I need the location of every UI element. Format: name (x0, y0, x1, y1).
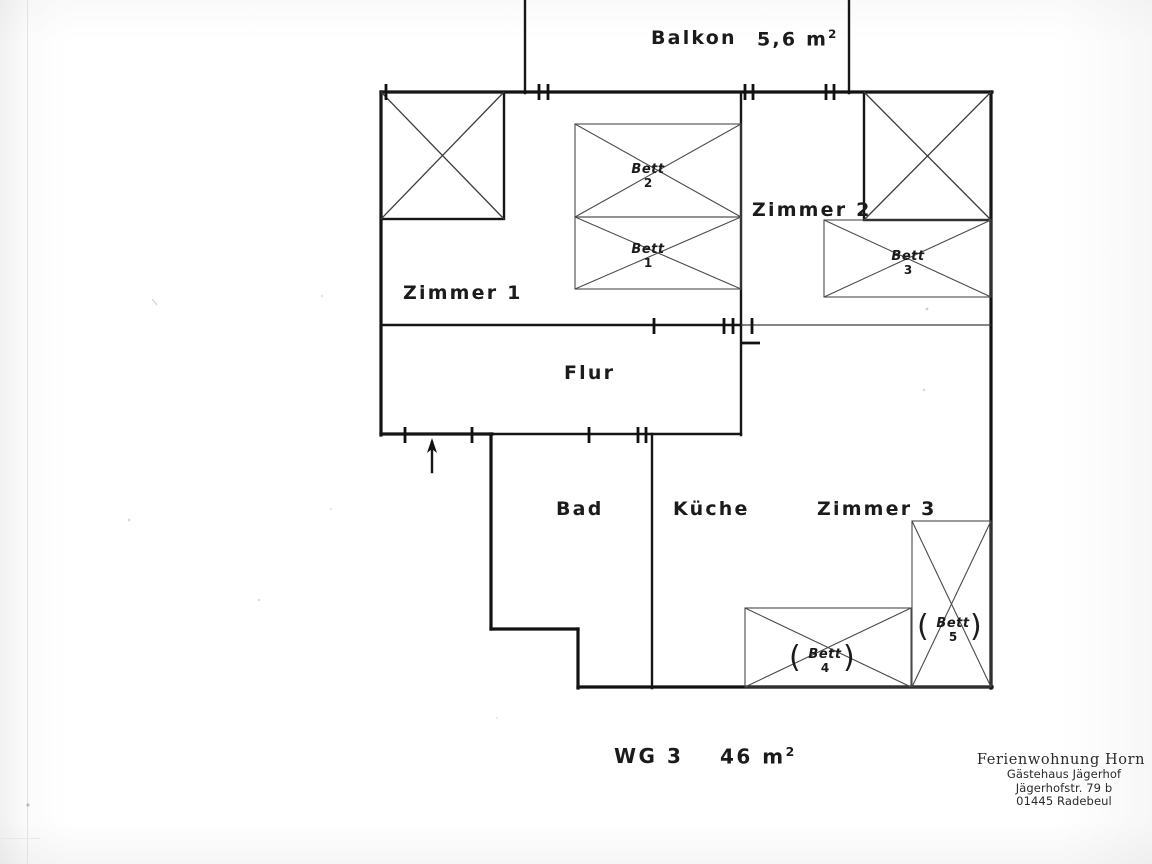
stamp-street: Jägerhofstr. 79 b (1015, 780, 1113, 795)
bed-4-optional-paren-open: ( (789, 640, 803, 675)
balcony-area-value: 5,6 m (757, 28, 829, 51)
room-label-flur: Flur (564, 362, 616, 384)
bed-label-bett-1-text: Bett (631, 242, 665, 257)
bed-label-bett-3-text: Bett (891, 249, 925, 264)
unit-area-exponent: 2 (785, 744, 795, 759)
stamp-business-name: Ferienwohnung Horn (976, 752, 1146, 768)
zimmer-1-alcove (379, 90, 506, 221)
bed-label-bett-3-number: 3 (903, 262, 913, 277)
unit-area-value: 46 m (720, 744, 786, 769)
bed-label-bett-4: Bett 4 (800, 648, 850, 674)
bed-label-bett-4-number: 4 (820, 660, 830, 675)
balcony-outline (523, 0, 851, 95)
balcony-area: 5,6 m2 (757, 27, 836, 50)
bed-4-optional-paren-close: ) (843, 640, 857, 675)
balcony-area-exponent: 2 (828, 27, 837, 41)
unit-area: 46 m2 (720, 744, 794, 769)
zimmer-2-alcove (862, 90, 993, 222)
room-label-zimmer-2: Zimmer 2 (752, 199, 872, 221)
bed-3-shape (823, 219, 992, 298)
room-label-bad: Bad (556, 498, 604, 520)
bed-label-bett-5-text: Bett (936, 616, 970, 631)
unit-caption: WG 3 (614, 744, 684, 768)
stamp-guesthouse: Gästehaus Jägerhof (1006, 767, 1122, 781)
bed-5-optional-paren-open: ( (917, 609, 931, 644)
bed-label-bett-5-number: 5 (948, 629, 958, 644)
entrance-arrow-icon (427, 438, 437, 474)
scan-speckles (26, 295, 929, 807)
exterior-walls (379, 90, 994, 690)
bed-label-bett-1-number: 1 (643, 255, 653, 270)
bed-4-shape (744, 607, 912, 688)
scan-edge-line (27, 0, 28, 864)
bed-label-bett-5: Bett 5 (928, 617, 978, 643)
bed-5-shape (911, 520, 992, 688)
bed-label-bett-1: Bett 1 (626, 243, 670, 269)
bed-1-shape (574, 216, 742, 290)
room-label-zimmer-1: Zimmer 1 (403, 282, 523, 304)
bed-5-optional-paren-close: ) (970, 609, 984, 644)
door-opening-ticks (384, 84, 836, 443)
bed-label-bett-2-text: Bett (631, 162, 665, 177)
room-label-zimmer-3: Zimmer 3 (817, 498, 937, 520)
stamp-city: 01445 Radebeul (1016, 794, 1112, 808)
room-label-kueche: Küche (673, 498, 750, 520)
business-stamp: Ferienwohnung Horn Gästehaus Jägerhof Jä… (977, 752, 1150, 809)
bed-label-bett-4-text: Bett (808, 647, 842, 662)
balcony-label: Balkon (651, 27, 737, 49)
scan-edge-line-bottom (0, 838, 40, 839)
bed-label-bett-2-number: 2 (643, 175, 653, 190)
bed-label-bett-2: Bett 2 (626, 163, 670, 189)
bed-label-bett-3: Bett 3 (886, 250, 930, 276)
